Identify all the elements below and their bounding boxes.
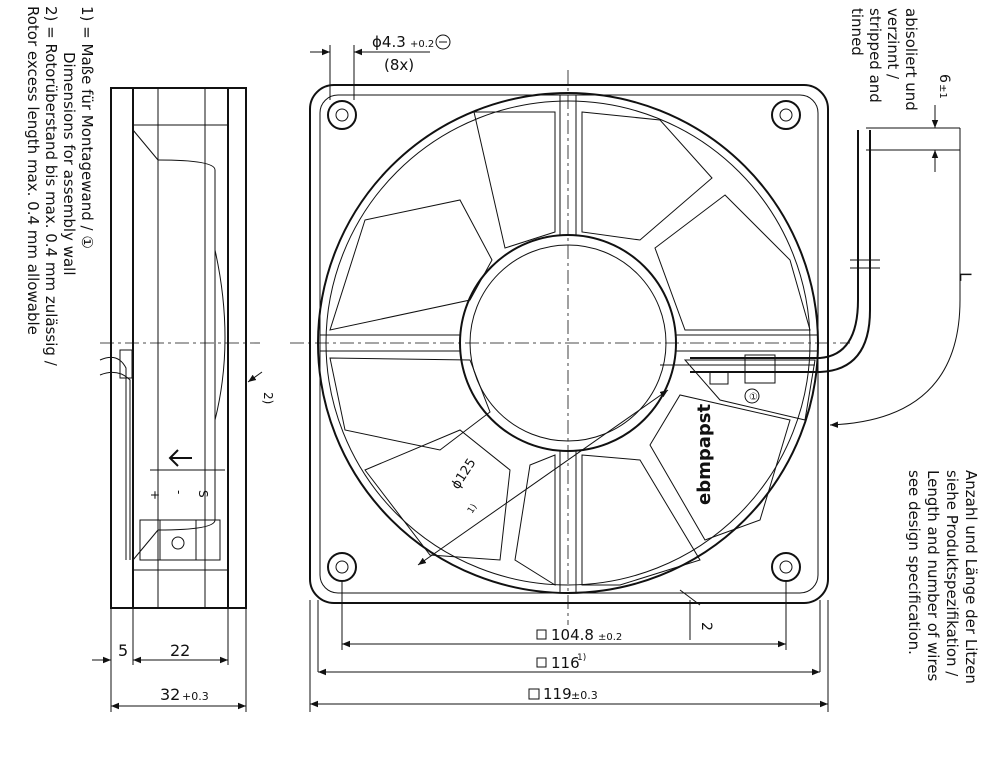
svg-text:Dimensions for assembly wall: Dimensions for assembly wall [60, 52, 78, 276]
wire-strip-note: abisoliert und verzinnt / stripped and t… [848, 8, 920, 111]
svg-text:1): 1) [466, 502, 479, 515]
dim-32: 32 [160, 685, 180, 704]
svg-text:6: 6 [936, 74, 952, 83]
s-marker: S [196, 490, 210, 498]
side-note-2: 2) [261, 392, 275, 404]
plus-marker: + [148, 490, 162, 500]
dim-rotor-offset: 2 [698, 622, 714, 631]
wire-bundle [690, 105, 961, 428]
svg-text:±1: ±1 [937, 84, 948, 99]
svg-text:ϕ125: ϕ125 [449, 456, 480, 492]
svg-text:±0.2: ±0.2 [598, 632, 622, 643]
dim-wall-size: 116 [551, 654, 580, 672]
minus-marker: - [172, 490, 186, 494]
footnote-1: 1) = Maße für Montagewand / ① Dimensions… [60, 6, 96, 276]
front-view: ① ebmpapst [290, 70, 850, 625]
svg-text:see design specification.: see design specification. [905, 470, 923, 655]
footnote-2: 2) = Rotorüberstand bis max. 0.4 mm zulä… [24, 6, 60, 367]
dim-hole-spacing: 104.8 [551, 626, 594, 644]
svg-text:1) = Maße für Montagewand / ①: 1) = Maße für Montagewand / ① [78, 6, 96, 249]
svg-text:verzinnt /: verzinnt / [884, 8, 902, 80]
svg-text:1): 1) [577, 653, 586, 663]
svg-text:Anzahl und Länge der Litzen: Anzahl und Länge der Litzen [962, 470, 980, 684]
front-dimensions: 104.8 ±0.2 116 1) 119 ±0.3 2 [309, 582, 829, 712]
hole-dimension: ϕ4.3 +0.2 (8x) [310, 33, 451, 100]
strip-length-label: 6 ±1 [936, 74, 952, 99]
hub-diameter-dim: ϕ125 1) [417, 389, 669, 566]
dim-22: 22 [170, 641, 190, 660]
svg-text:Length and number of wires: Length and number of wires [924, 470, 942, 682]
dim-frame-size: 119 [543, 685, 572, 703]
mounting-holes [327, 100, 801, 582]
dim-32-tol: +0.3 [182, 690, 209, 703]
svg-text:±0.3: ±0.3 [571, 689, 598, 702]
svg-text:tinned: tinned [848, 8, 866, 56]
hole-tolerance: +0.2 [410, 39, 434, 50]
brand-logo: ebmpapst [694, 404, 715, 505]
svg-text:Rotor excess length max. 0.4 m: Rotor excess length max. 0.4 mm allowabl… [24, 6, 42, 335]
ground-marker: ① [749, 392, 758, 403]
svg-text:stripped and: stripped and [866, 8, 884, 103]
side-view-dimensions: 5 22 32 +0.3 [92, 608, 247, 712]
hole-diameter: ϕ4.3 [372, 33, 406, 51]
wire-count-note: Anzahl und Länge der Litzen siehe Produk… [905, 470, 980, 684]
side-view: + - S 2) [99, 87, 275, 609]
svg-text:abisoliert und: abisoliert und [902, 8, 920, 111]
hole-count: (8x) [384, 56, 414, 74]
svg-text:2) = Rotorüberstand bis max. 0: 2) = Rotorüberstand bis max. 0.4 mm zulä… [42, 6, 60, 367]
svg-text:L: L [956, 272, 975, 281]
svg-text:siehe Produktspezifikation /: siehe Produktspezifikation / [943, 470, 961, 677]
dim-5: 5 [118, 641, 128, 660]
wire-length-label: L [956, 272, 975, 281]
